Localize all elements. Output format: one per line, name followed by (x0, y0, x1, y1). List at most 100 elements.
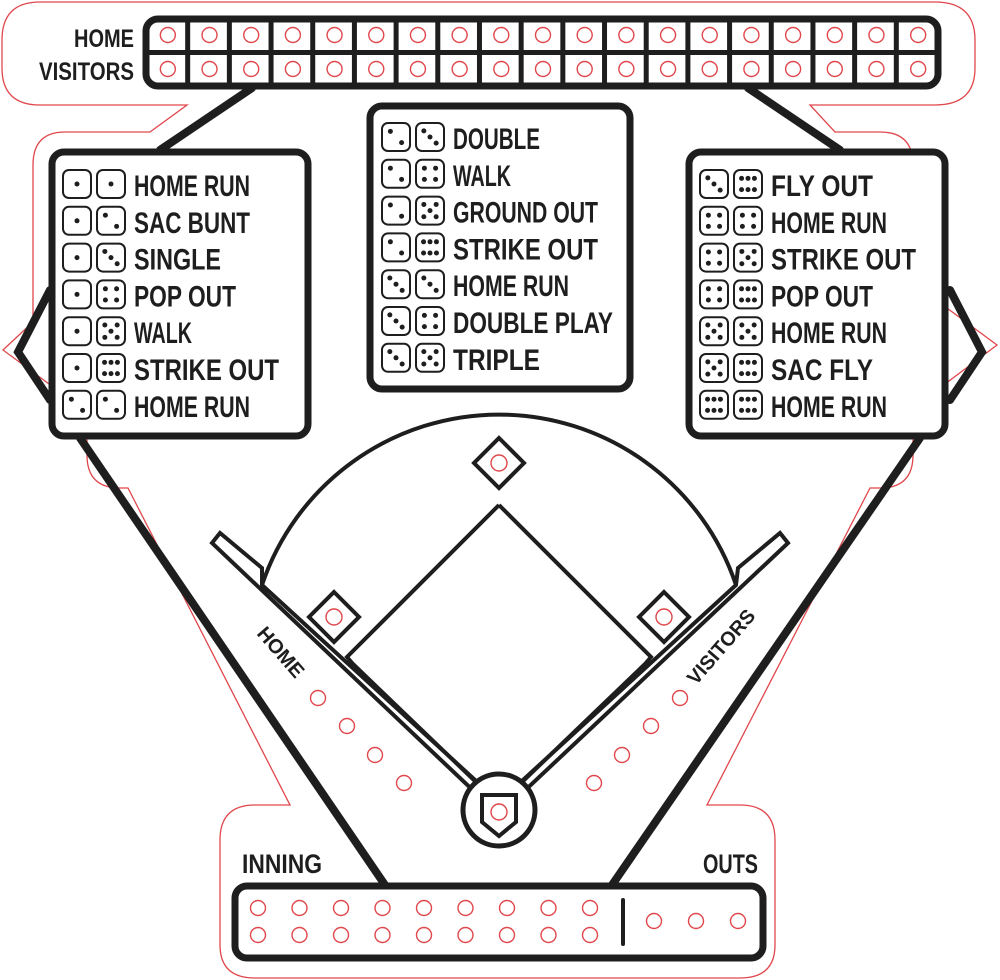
inning-peg-row1-3[interactable] (332, 899, 350, 917)
scoreboard-visitors-peg-7[interactable] (409, 60, 427, 78)
scoreboard-visitors-peg-15[interactable] (743, 60, 760, 78)
home-runner-peg-4[interactable] (395, 774, 413, 792)
die-face-4-icon (733, 205, 763, 236)
third-base-peg[interactable] (325, 608, 343, 626)
die-face-3-icon (415, 122, 445, 152)
scoreboard-visitors-peg-4[interactable] (284, 60, 302, 78)
inning-peg-row1-1[interactable] (249, 899, 267, 917)
scoreboard-visitors-peg-6[interactable] (368, 60, 385, 78)
scoreboard-home-peg-8[interactable] (451, 26, 468, 44)
scoreboard-home-peg-16[interactable] (784, 26, 802, 44)
scoreboard-home-peg-15[interactable] (743, 26, 760, 44)
outs-peg-3[interactable] (729, 912, 747, 930)
inning-peg-row1-5[interactable] (415, 899, 433, 917)
inning-peg-row2-3[interactable] (332, 926, 350, 944)
inning-peg-row2-5[interactable] (415, 926, 433, 944)
inning-peg-row2-9[interactable] (581, 926, 599, 944)
inning-peg-row2-4[interactable] (374, 926, 391, 944)
home-plate[interactable] (460, 771, 538, 849)
scoreboard-visitors-peg-11[interactable] (576, 60, 593, 78)
outcome-row: HOME RUN (699, 316, 887, 350)
second-base-peg[interactable] (490, 454, 508, 472)
scoreboard-visitors-peg-2[interactable] (201, 60, 218, 78)
outcome-row: FLY OUT (699, 169, 873, 203)
scoreboard-home-label: HOME (74, 25, 134, 53)
first-base[interactable] (636, 589, 692, 645)
outcome-result-label: HOME RUN (134, 170, 250, 203)
scoreboard-visitors-peg-19[interactable] (909, 60, 927, 78)
scoreboard-home-peg-10[interactable] (534, 26, 552, 44)
inning-peg-row1-8[interactable] (540, 899, 557, 917)
inning-peg-row1-7[interactable] (498, 899, 516, 917)
visitors-runner-peg-2[interactable] (642, 717, 660, 735)
die-face-4-icon (415, 306, 445, 336)
die-face-3-icon (381, 342, 411, 373)
scoreboard-home-peg-7[interactable] (409, 26, 427, 44)
left-foul-strip (209, 530, 489, 800)
scoreboard-visitors-peg-3[interactable] (243, 60, 260, 78)
inning-peg-row1-2[interactable] (291, 899, 308, 917)
inning-peg-row1-6[interactable] (457, 899, 474, 917)
outcome-result-label: WALK (134, 317, 192, 350)
inning-peg-row2-6[interactable] (457, 926, 474, 944)
scoreboard-visitors-peg-9[interactable] (493, 60, 510, 78)
scoreboard-home-peg-14[interactable] (701, 26, 718, 44)
visitors-runner-peg-3[interactable] (613, 746, 631, 764)
scoreboard-home-peg-17[interactable] (826, 26, 843, 44)
scoreboard-home-peg-11[interactable] (576, 26, 593, 44)
scoreboard-home-peg-3[interactable] (243, 26, 260, 44)
second-base[interactable] (471, 435, 527, 491)
inning-peg-row2-1[interactable] (249, 926, 267, 944)
scoreboard-visitors-peg-18[interactable] (868, 60, 885, 78)
die-face-6-icon (699, 389, 729, 420)
home-runner-peg-2[interactable] (338, 717, 356, 735)
baseball-field: HOME VISITORS (209, 412, 791, 849)
outcome-row: WALK (381, 158, 511, 193)
scoreboard-visitors-peg-10[interactable] (534, 60, 552, 78)
scoreboard-visitors-peg-17[interactable] (826, 60, 843, 78)
outcome-result-label: DOUBLE (453, 123, 540, 156)
inning-peg-row2-8[interactable] (540, 926, 557, 944)
scoreboard-home-peg-12[interactable] (618, 26, 635, 44)
scoreboard-home-peg-5[interactable] (326, 26, 343, 44)
scoreboard-home-peg-6[interactable] (368, 26, 385, 44)
outs-peg-2[interactable] (687, 912, 705, 930)
die-face-5-icon (699, 316, 729, 347)
die-face-1-icon (62, 353, 92, 383)
scoreboard-home-peg-4[interactable] (284, 26, 302, 44)
scoreboard-home-peg-9[interactable] (493, 26, 510, 44)
scoreboard-visitors-peg-13[interactable] (659, 60, 677, 78)
outs-peg-1[interactable] (645, 912, 663, 930)
scoreboard-visitors-peg-14[interactable] (701, 60, 718, 78)
scoreboard-home-peg-1[interactable] (159, 26, 177, 44)
home-runner-peg-1[interactable] (309, 689, 327, 707)
scoreboard-visitors-peg-8[interactable] (451, 60, 468, 78)
die-face-6-icon (415, 232, 445, 263)
outfield-arc (260, 412, 738, 586)
inning-peg-row2-2[interactable] (291, 926, 308, 944)
outcome-row: STRIKE OUT (62, 353, 279, 387)
first-base-peg[interactable] (655, 608, 673, 626)
inning-peg-row1-4[interactable] (374, 899, 391, 917)
die-face-2-icon (381, 232, 411, 263)
visitors-runner-peg-4[interactable] (585, 774, 603, 792)
scoreboard-visitors-peg-5[interactable] (326, 60, 343, 78)
scoreboard-home-peg-2[interactable] (201, 26, 218, 44)
scoreboard-home-peg-18[interactable] (868, 26, 885, 44)
scoreboard-home-peg-13[interactable] (659, 26, 677, 44)
home-runner-peg-3[interactable] (366, 746, 384, 764)
inning-peg-row2-7[interactable] (498, 926, 516, 944)
home-plate-peg[interactable] (490, 803, 508, 821)
scoreboard-visitors-peg-16[interactable] (784, 60, 802, 78)
visitors-runner-peg-1[interactable] (671, 689, 689, 707)
scoreboard (142, 15, 942, 90)
outcome-result-label: HOME RUN (771, 317, 887, 350)
inning-peg-row1-9[interactable] (581, 899, 599, 917)
scoreboard-home-peg-19[interactable] (909, 26, 927, 44)
scoreboard-visitors-peg-12[interactable] (618, 60, 635, 78)
outcome-result-label: HOME RUN (134, 391, 250, 424)
third-base[interactable] (306, 589, 362, 645)
scoreboard-visitors-peg-1[interactable] (159, 60, 177, 78)
